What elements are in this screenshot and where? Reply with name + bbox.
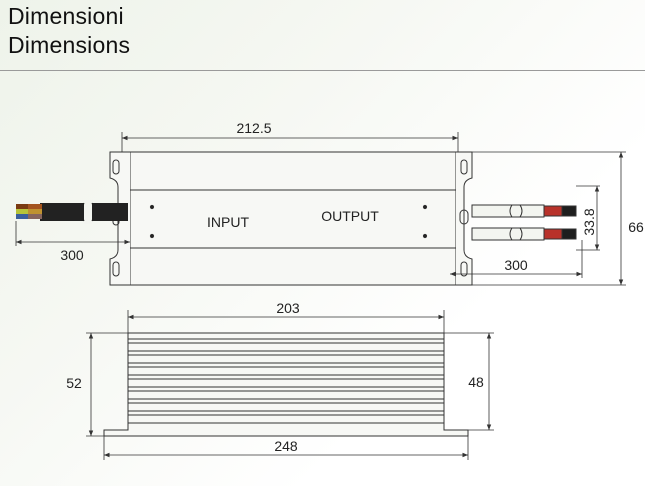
left-flange-slot-top xyxy=(112,159,120,175)
output-label: OUTPUT xyxy=(321,208,379,224)
side-housing-outline xyxy=(103,332,469,437)
right-flange-slot-mid xyxy=(459,209,469,225)
heatsink-fins xyxy=(128,338,444,424)
screw-dot xyxy=(149,204,155,210)
side-view-dimensions xyxy=(86,310,494,460)
dim-bottom-label: 248 xyxy=(274,438,298,454)
housing-outline xyxy=(129,151,457,286)
input-label: INPUT xyxy=(207,214,249,230)
output-cables xyxy=(471,204,577,241)
right-flange-slot-top xyxy=(460,159,468,175)
screw-dot xyxy=(422,204,428,210)
output-wire-red-bottom xyxy=(543,228,563,240)
input-cable xyxy=(16,200,128,224)
header-divider xyxy=(0,70,645,71)
dim-width-label: 212.5 xyxy=(236,120,271,136)
dim-right-label: 48 xyxy=(468,374,484,390)
output-cable-bottom xyxy=(471,227,545,241)
output-wire-black-bottom xyxy=(561,228,577,240)
title-italian: Dimensioni xyxy=(8,3,124,29)
left-flange-slot-bottom xyxy=(112,261,120,277)
dim-cable-left-label: 300 xyxy=(60,247,84,263)
output-wire-red-top xyxy=(543,205,563,217)
top-view-dimensions xyxy=(15,132,626,286)
screw-dot xyxy=(149,233,155,239)
screw-dot xyxy=(422,233,428,239)
dim-cable-right-label: 300 xyxy=(504,257,528,273)
side-view xyxy=(103,332,469,437)
header: Dimensioni Dimensions xyxy=(8,2,130,60)
title-english: Dimensions xyxy=(8,32,131,58)
top-view xyxy=(109,151,473,286)
input-cable-break xyxy=(84,200,92,224)
output-cable-top xyxy=(471,204,545,218)
dim-top-label: 203 xyxy=(276,300,300,316)
right-flange xyxy=(456,151,473,286)
dim-height-label: 66 xyxy=(628,219,644,235)
dim-left-label: 52 xyxy=(66,375,82,391)
output-wire-black-top xyxy=(561,205,577,217)
dim-cable-spacing-label: 33.8 xyxy=(581,208,597,235)
